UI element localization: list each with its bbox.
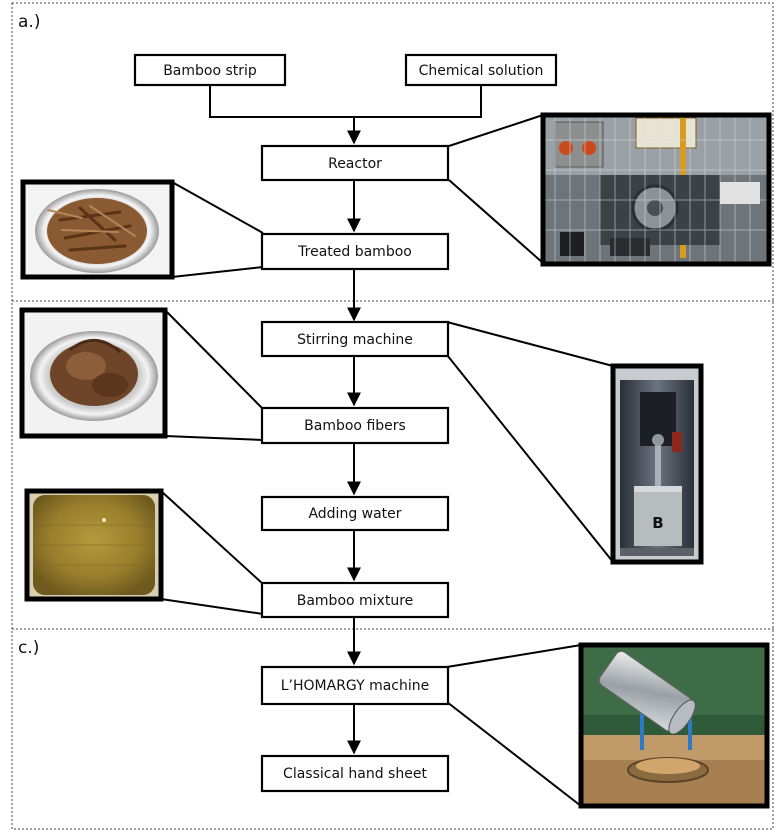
step-label: L’HOMARGY machine xyxy=(281,678,430,694)
step-label: Classical hand sheet xyxy=(283,766,427,782)
step-classical-hand-sheet: Classical hand sheet xyxy=(260,754,450,793)
section-label-c: c.) xyxy=(18,638,39,658)
step-chemical-solution: Chemical solution xyxy=(404,53,558,87)
step-label: Bamboo fibers xyxy=(304,418,406,434)
photo-marker-label: B xyxy=(652,514,663,532)
treated-bamboo-photo xyxy=(20,179,175,280)
lhomargy-machine-photo xyxy=(578,642,770,809)
step-stirring-machine: Stirring machine xyxy=(260,320,450,358)
step-label: Bamboo mixture xyxy=(297,593,414,609)
photo-leader-lines xyxy=(160,114,614,807)
step-lhomargy-machine: L’HOMARGY machine xyxy=(260,665,450,706)
step-label: Chemical solution xyxy=(419,63,544,79)
step-label: Bamboo strip xyxy=(163,63,257,79)
bamboo-fibers-photo xyxy=(19,307,168,439)
step-label: Stirring machine xyxy=(297,332,413,348)
step-label: Reactor xyxy=(328,156,382,172)
outer-frame xyxy=(11,2,774,830)
step-treated-bamboo: Treated bamboo xyxy=(260,232,450,271)
step-label: Adding water xyxy=(308,506,401,522)
step-reactor: Reactor xyxy=(260,144,450,182)
stirring-machine-photo: B xyxy=(610,363,704,565)
step-bamboo-fibers: Bamboo fibers xyxy=(260,406,450,445)
reactor-photo xyxy=(540,112,772,267)
step-bamboo-mixture: Bamboo mixture xyxy=(260,581,450,619)
section-label-a: a.) xyxy=(18,12,40,32)
bamboo-mixture-photo xyxy=(24,488,164,602)
flow-connectors xyxy=(209,85,482,755)
step-bamboo-strip: Bamboo strip xyxy=(133,53,287,87)
step-label: Treated bamboo xyxy=(297,244,412,260)
step-adding-water: Adding water xyxy=(260,495,450,532)
